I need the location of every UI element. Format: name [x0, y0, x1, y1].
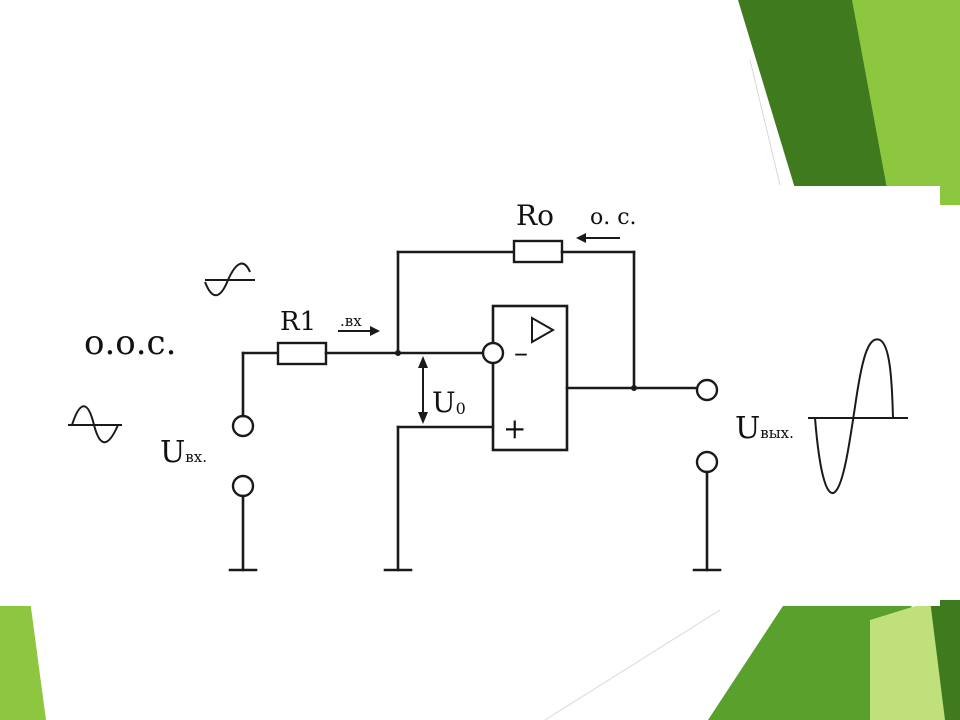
uvyx-label-sub: вых. [760, 424, 794, 442]
deco-top-right-light [845, 0, 960, 205]
u0-arrowhead-bottom [418, 412, 428, 424]
feedback-current-arrowhead [576, 233, 586, 243]
input-current-label: .вх [340, 312, 362, 330]
u0-label-sub: 0 [456, 399, 466, 418]
uvx-label: Uвх. [160, 435, 207, 470]
input-current-arrowhead [370, 326, 380, 336]
r1-label: R1 [280, 307, 316, 337]
deco-thin-line [544, 609, 721, 720]
inverting-input-circle [481, 341, 505, 365]
resistor-ro [512, 239, 564, 264]
triangle-icon [531, 316, 556, 344]
output-terminal-bottom [695, 450, 719, 474]
diagram-background [0, 186, 940, 606]
output-node [631, 385, 637, 391]
deco-thin-line-2 [749, 59, 781, 186]
uvyx-label: Uвых. [735, 411, 794, 446]
deco-bottom-right-dark [930, 600, 960, 720]
resistor-r1 [276, 341, 328, 366]
plus-sign: + [503, 412, 526, 445]
minus-sign: – [514, 336, 528, 369]
output-wave [814, 338, 894, 495]
u0-arrowhead-top [418, 356, 428, 368]
output-terminal-top [695, 378, 719, 402]
ooc-label: о.о.с. [84, 323, 176, 363]
uvx-label-sub: вх. [185, 448, 207, 466]
oc-label: о. с. [590, 205, 637, 230]
u0-label: U0 [432, 386, 466, 419]
ro-label: Ro [516, 199, 554, 232]
input-terminal-bottom [231, 474, 255, 498]
input-terminal-top [231, 414, 255, 438]
deco-bottom-left [0, 600, 46, 720]
deco-top-right-dark [738, 0, 890, 205]
